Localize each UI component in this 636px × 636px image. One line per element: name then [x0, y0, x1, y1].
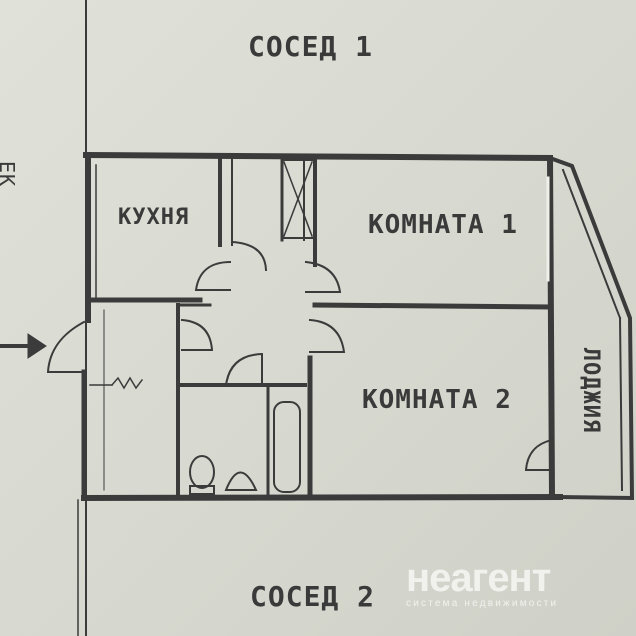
bathtub — [273, 401, 301, 493]
label-loggia: ЛОДЖИЯ — [578, 347, 604, 434]
label-neighbor-top: СОСЕД 1 — [248, 30, 374, 63]
label-room-2: КОМНАТА 2 — [362, 385, 512, 415]
label-neighbor-bottom: СОСЕД 2 — [250, 580, 376, 613]
zigzag-partition — [110, 376, 144, 390]
wall-room-divider — [312, 302, 553, 310]
outer-wall-right — [546, 154, 556, 501]
door-room1 — [304, 260, 342, 293]
loggia-outline — [547, 155, 635, 501]
sink — [224, 471, 258, 491]
door-loggia — [524, 438, 554, 471]
label-left-edge-partial: ЕК — [0, 160, 20, 188]
door-entrance — [46, 320, 86, 373]
label-room-1: КОМНАТА 1 — [368, 210, 518, 240]
label-kitchen: КУХНЯ — [118, 205, 190, 230]
toilet — [189, 455, 215, 489]
door-corridor — [180, 318, 214, 351]
ventilation-shaft — [281, 159, 315, 239]
watermark-brand: неагент — [406, 556, 551, 600]
door-kitchen — [194, 260, 232, 291]
outer-wall-bottom — [80, 493, 564, 502]
watermark-tagline: система недвижимости — [406, 598, 559, 609]
door-room2 — [308, 318, 346, 353]
door-hall — [230, 240, 268, 272]
watermark: неагент система недвижимости — [406, 556, 559, 609]
outer-wall-top — [82, 151, 554, 162]
door-bathroom — [224, 352, 263, 387]
